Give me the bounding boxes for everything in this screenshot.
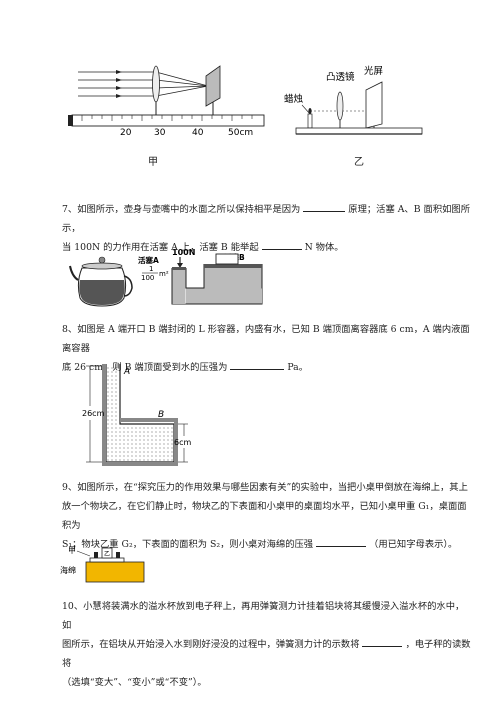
q7-blank-2[interactable] [261, 238, 302, 250]
ruler-tick-30: 30 [154, 128, 166, 138]
l-container-figure: A B 26cm 6cm [82, 364, 191, 466]
force-label: 100N [172, 248, 195, 257]
height-6cm: 6cm [174, 438, 191, 447]
q8-blank[interactable] [230, 358, 285, 370]
q10-line-3: （选填“变大”、“变小”或“不变”）。 [62, 677, 207, 688]
teapot-figure [69, 256, 133, 307]
question-10: 10、小慧将装满水的溢水杯放到电子秤上，再用弹簧测力计挂着铝块将其缓慢浸入溢水杯… [62, 597, 472, 692]
label-a: A [123, 367, 130, 377]
question-9: 9、如图所示，在“探究压力的作用效果与哪些因素有关”的实验中，当把小桌甲倒放在海… [62, 478, 472, 554]
q10-line-2: 图所示，在铝块从开始浸入水到刚好浸没的过程中，弹簧测力计的示数将 ，电子秤的读数… [62, 635, 472, 673]
q9-line-2: 放一个物块乙，在它们静止时，物块乙的下表面和小桌甲的桌面均水平，已知小桌甲重 G… [62, 501, 467, 531]
caption-yi: 乙 [354, 157, 364, 168]
q9-line-3: S₁；物块乙重 G₂，下表面的面积为 S₂，则小桌对海绵的压强 （用已知字母表示… [62, 535, 472, 554]
q7-line-1: 7、如图所示，壶身与壶嘴中的水面之所以保持相平是因为 原理；活塞 A、B 面积如… [62, 200, 472, 238]
hydraulic-press-figure: 100N 活塞A 1 100 m² 活塞B 1 4 m² [138, 248, 263, 305]
piston-a-label: 活塞A [138, 255, 159, 265]
label-yi: 乙 [104, 551, 110, 558]
caption-jia: 甲 [148, 157, 158, 168]
label-b: B [158, 410, 164, 420]
area-a-num: 1 [149, 265, 153, 273]
ruler-tick-20: 20 [120, 128, 132, 138]
q7-line-2: 当 100N 的力作用在活塞 A 上，活塞 B 能举起 N 物体。 [62, 238, 472, 257]
q10-blank-1[interactable] [362, 635, 403, 647]
question-8: 8、如图是 A 端开口 B 端封闭的 L 形容器，内盛有水，已知 B 端顶面离容… [62, 320, 472, 377]
label-sponge: 海绵 [60, 565, 76, 575]
q8-line-2: 底 26 cm，则 B 端顶面受到水的压强为 Pa。 [62, 358, 472, 377]
q9-line-1: 9、如图所示，在“探究压力的作用效果与哪些因素有关”的实验中，当把小桌甲倒放在海… [62, 482, 468, 493]
sponge-figure: 甲 海绵 乙 [60, 546, 145, 583]
q8-line-1: 8、如图是 A 端开口 B 端封闭的 L 形容器，内盛有水，已知 B 端顶面离容… [62, 324, 470, 354]
question-7: 7、如图所示，壶身与壶嘴中的水面之所以保持相平是因为 原理；活塞 A、B 面积如… [62, 200, 472, 257]
label-candle: 蜡烛 [284, 93, 304, 105]
ruler-tick-50: 50cm [228, 128, 253, 138]
label-jia: 甲 [68, 546, 76, 555]
height-26cm: 26cm [82, 409, 105, 418]
q9-blank[interactable] [316, 535, 367, 547]
figure-yi-bench: 凸透镜 光屏 蜡烛 [284, 65, 423, 135]
area-a-den: 100 [141, 274, 154, 282]
figure-jia-ruler: 20 30 40 50cm [68, 65, 265, 138]
label-lens: 凸透镜 [326, 71, 355, 83]
label-screen: 光屏 [364, 65, 383, 77]
area-a-unit: m² [159, 270, 169, 278]
q7-blank-1[interactable] [303, 200, 346, 212]
q10-line-1: 10、小慧将装满水的溢水杯放到电子秤上，再用弹簧测力计挂着铝块将其缓慢浸入溢水杯… [62, 601, 465, 631]
ruler-tick-40: 40 [192, 128, 204, 138]
